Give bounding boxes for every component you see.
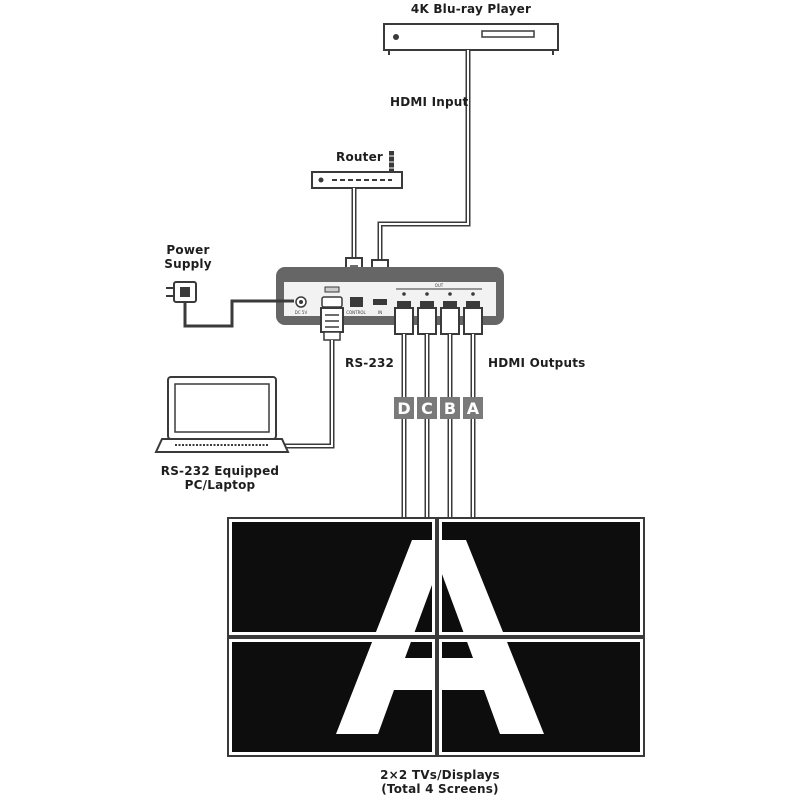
output-tag-label: C	[421, 399, 433, 418]
panel-label-dc: DC 5V	[295, 310, 308, 315]
output-tag-a: A	[463, 397, 483, 419]
panel-label-out: OUT	[435, 283, 444, 288]
laptop-icon	[154, 376, 290, 453]
pc-label: RS-232 Equipped PC/Laptop	[161, 464, 279, 492]
hdmi-out-ports	[396, 288, 482, 307]
hdmi-input-label: HDMI Input	[390, 95, 469, 109]
panel-label-in: IN	[378, 310, 382, 315]
output-tag-b: B	[440, 397, 460, 419]
display-letter-a	[336, 540, 544, 734]
control-port-icon	[350, 297, 363, 307]
output-tag-d: D	[394, 397, 414, 419]
output-tag-label: D	[397, 399, 410, 418]
displays-label-line2: (Total 4 Screens)	[381, 782, 499, 796]
db9-plug-icon	[320, 307, 344, 341]
router-label: Router	[336, 150, 384, 164]
power-supply-label: Power Supply	[164, 243, 212, 271]
power-cable	[183, 299, 294, 328]
panel-label-control: CONTROL	[346, 310, 366, 315]
output-tag-label: A	[467, 399, 480, 418]
hdmi-in-port-icon	[373, 299, 387, 305]
displays-label-line1: 2×2 TVs/Displays	[380, 768, 500, 782]
displays-label: 2×2 TVs/Displays (Total 4 Screens)	[380, 768, 500, 796]
hdmi-output-cables	[401, 334, 476, 520]
power-supply-label-line1: Power	[166, 243, 210, 257]
rs232-label: RS-232	[345, 356, 395, 370]
pc-label-line1: RS-232 Equipped	[160, 464, 280, 478]
bluray-player-icon	[383, 23, 559, 55]
pc-label-line2: PC/Laptop	[184, 478, 256, 492]
display-wall	[227, 517, 645, 757]
output-tag-label: B	[444, 399, 456, 418]
output-tag-c: C	[417, 397, 437, 419]
rs232-cable	[284, 340, 335, 449]
db9-port-icon	[321, 296, 343, 308]
power-supply-label-line2: Supply	[164, 257, 212, 271]
router-icon	[311, 151, 403, 189]
bluray-player-label: 4K Blu-ray Player	[410, 2, 532, 16]
hdmi-outputs-label: HDMI Outputs	[488, 356, 586, 370]
power-adapter-icon	[166, 281, 197, 303]
